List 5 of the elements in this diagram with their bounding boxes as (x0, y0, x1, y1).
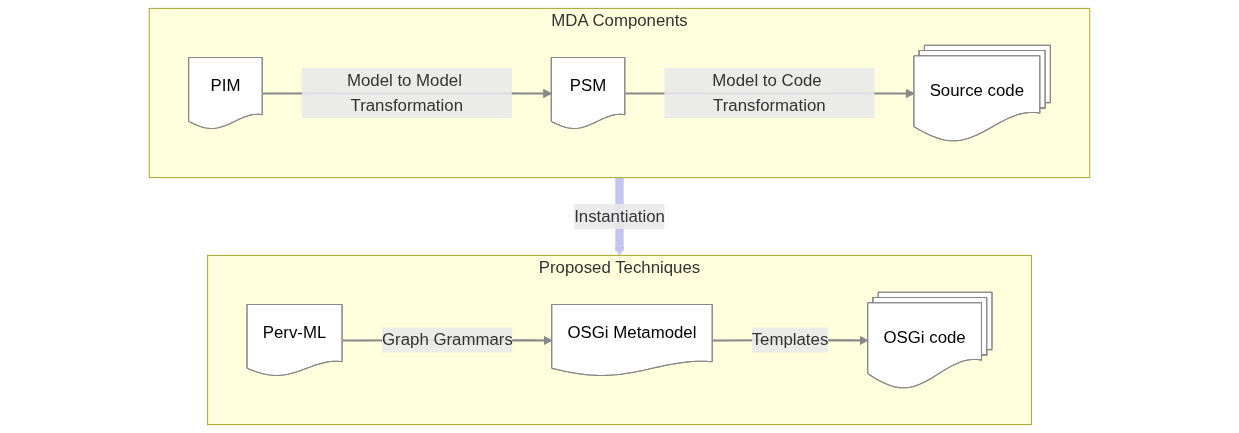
edge-label: Templates (751, 330, 829, 349)
edge-label: Model to Model Transformation (346, 70, 463, 115)
edge-label: Graph Grammars (382, 330, 513, 349)
edge-label: Instantiation (574, 207, 665, 225)
edge-label: Model to Code Transformation (712, 70, 826, 115)
